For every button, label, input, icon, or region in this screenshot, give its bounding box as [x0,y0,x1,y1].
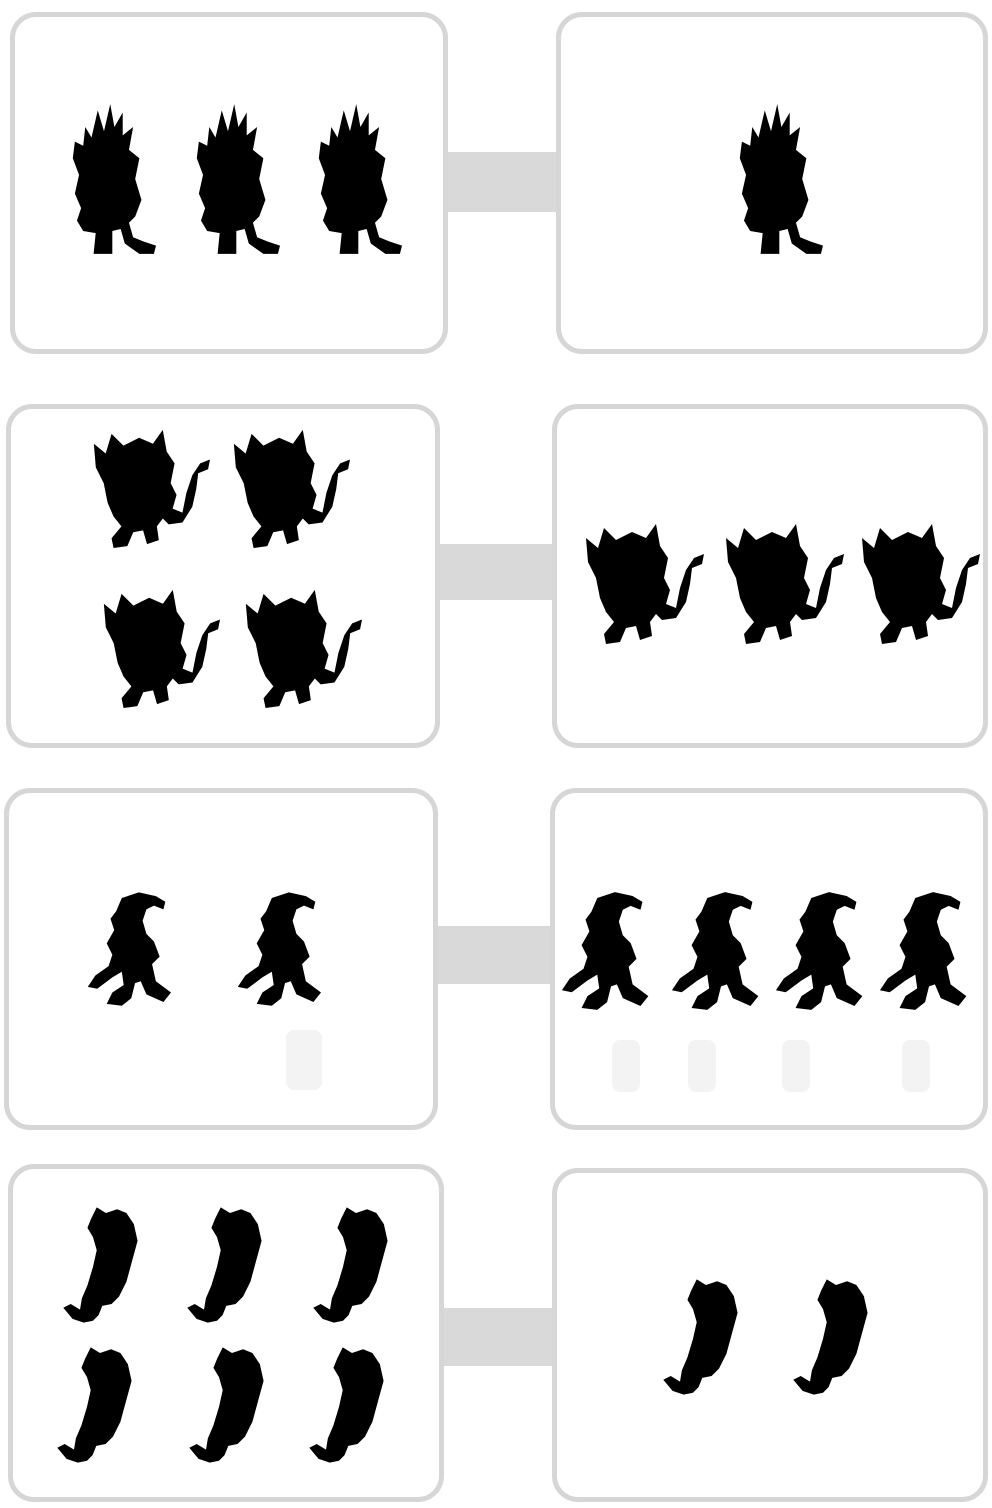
tailed-monster-icon [576,518,706,648]
beaked-monster-icon [876,886,984,1018]
faint-mark [286,1030,322,1090]
horned-monster-icon [294,100,406,256]
right-panel-row-4[interactable] [552,1168,988,1502]
connector-bar-row-3 [438,926,550,984]
tailed-monster-icon [84,424,212,552]
horned-monster-icon [714,100,828,256]
bird-monster-icon [182,1200,278,1330]
bird-monster-icon [658,1272,754,1402]
tailed-monster-icon [852,518,982,648]
bird-monster-icon [788,1272,884,1402]
connector-bar-row-1 [448,152,556,212]
tailed-monster-icon [94,584,222,712]
beaked-monster-icon [772,886,880,1018]
tailed-monster-icon [716,518,846,648]
beaked-monster-icon [234,884,338,1016]
connector-bar-row-2 [440,544,552,600]
horned-monster-icon [48,100,160,256]
beaked-monster-icon [668,886,776,1018]
tailed-monster-icon [236,584,364,712]
horned-monster-icon [172,100,284,256]
beaked-monster-icon [558,886,666,1018]
left-panel-row-3[interactable] [4,788,438,1130]
faint-mark [782,1040,810,1092]
bird-monster-icon [184,1340,280,1470]
bird-monster-icon [58,1200,154,1330]
bird-monster-icon [304,1340,400,1470]
bird-monster-icon [52,1340,148,1470]
faint-mark [688,1040,716,1092]
faint-mark [902,1040,930,1092]
tailed-monster-icon [224,424,352,552]
connector-bar-row-4 [444,1308,552,1366]
left-panel-row-2[interactable] [6,404,440,748]
faint-mark [612,1040,640,1092]
beaked-monster-icon [84,884,188,1016]
bird-monster-icon [308,1200,404,1330]
